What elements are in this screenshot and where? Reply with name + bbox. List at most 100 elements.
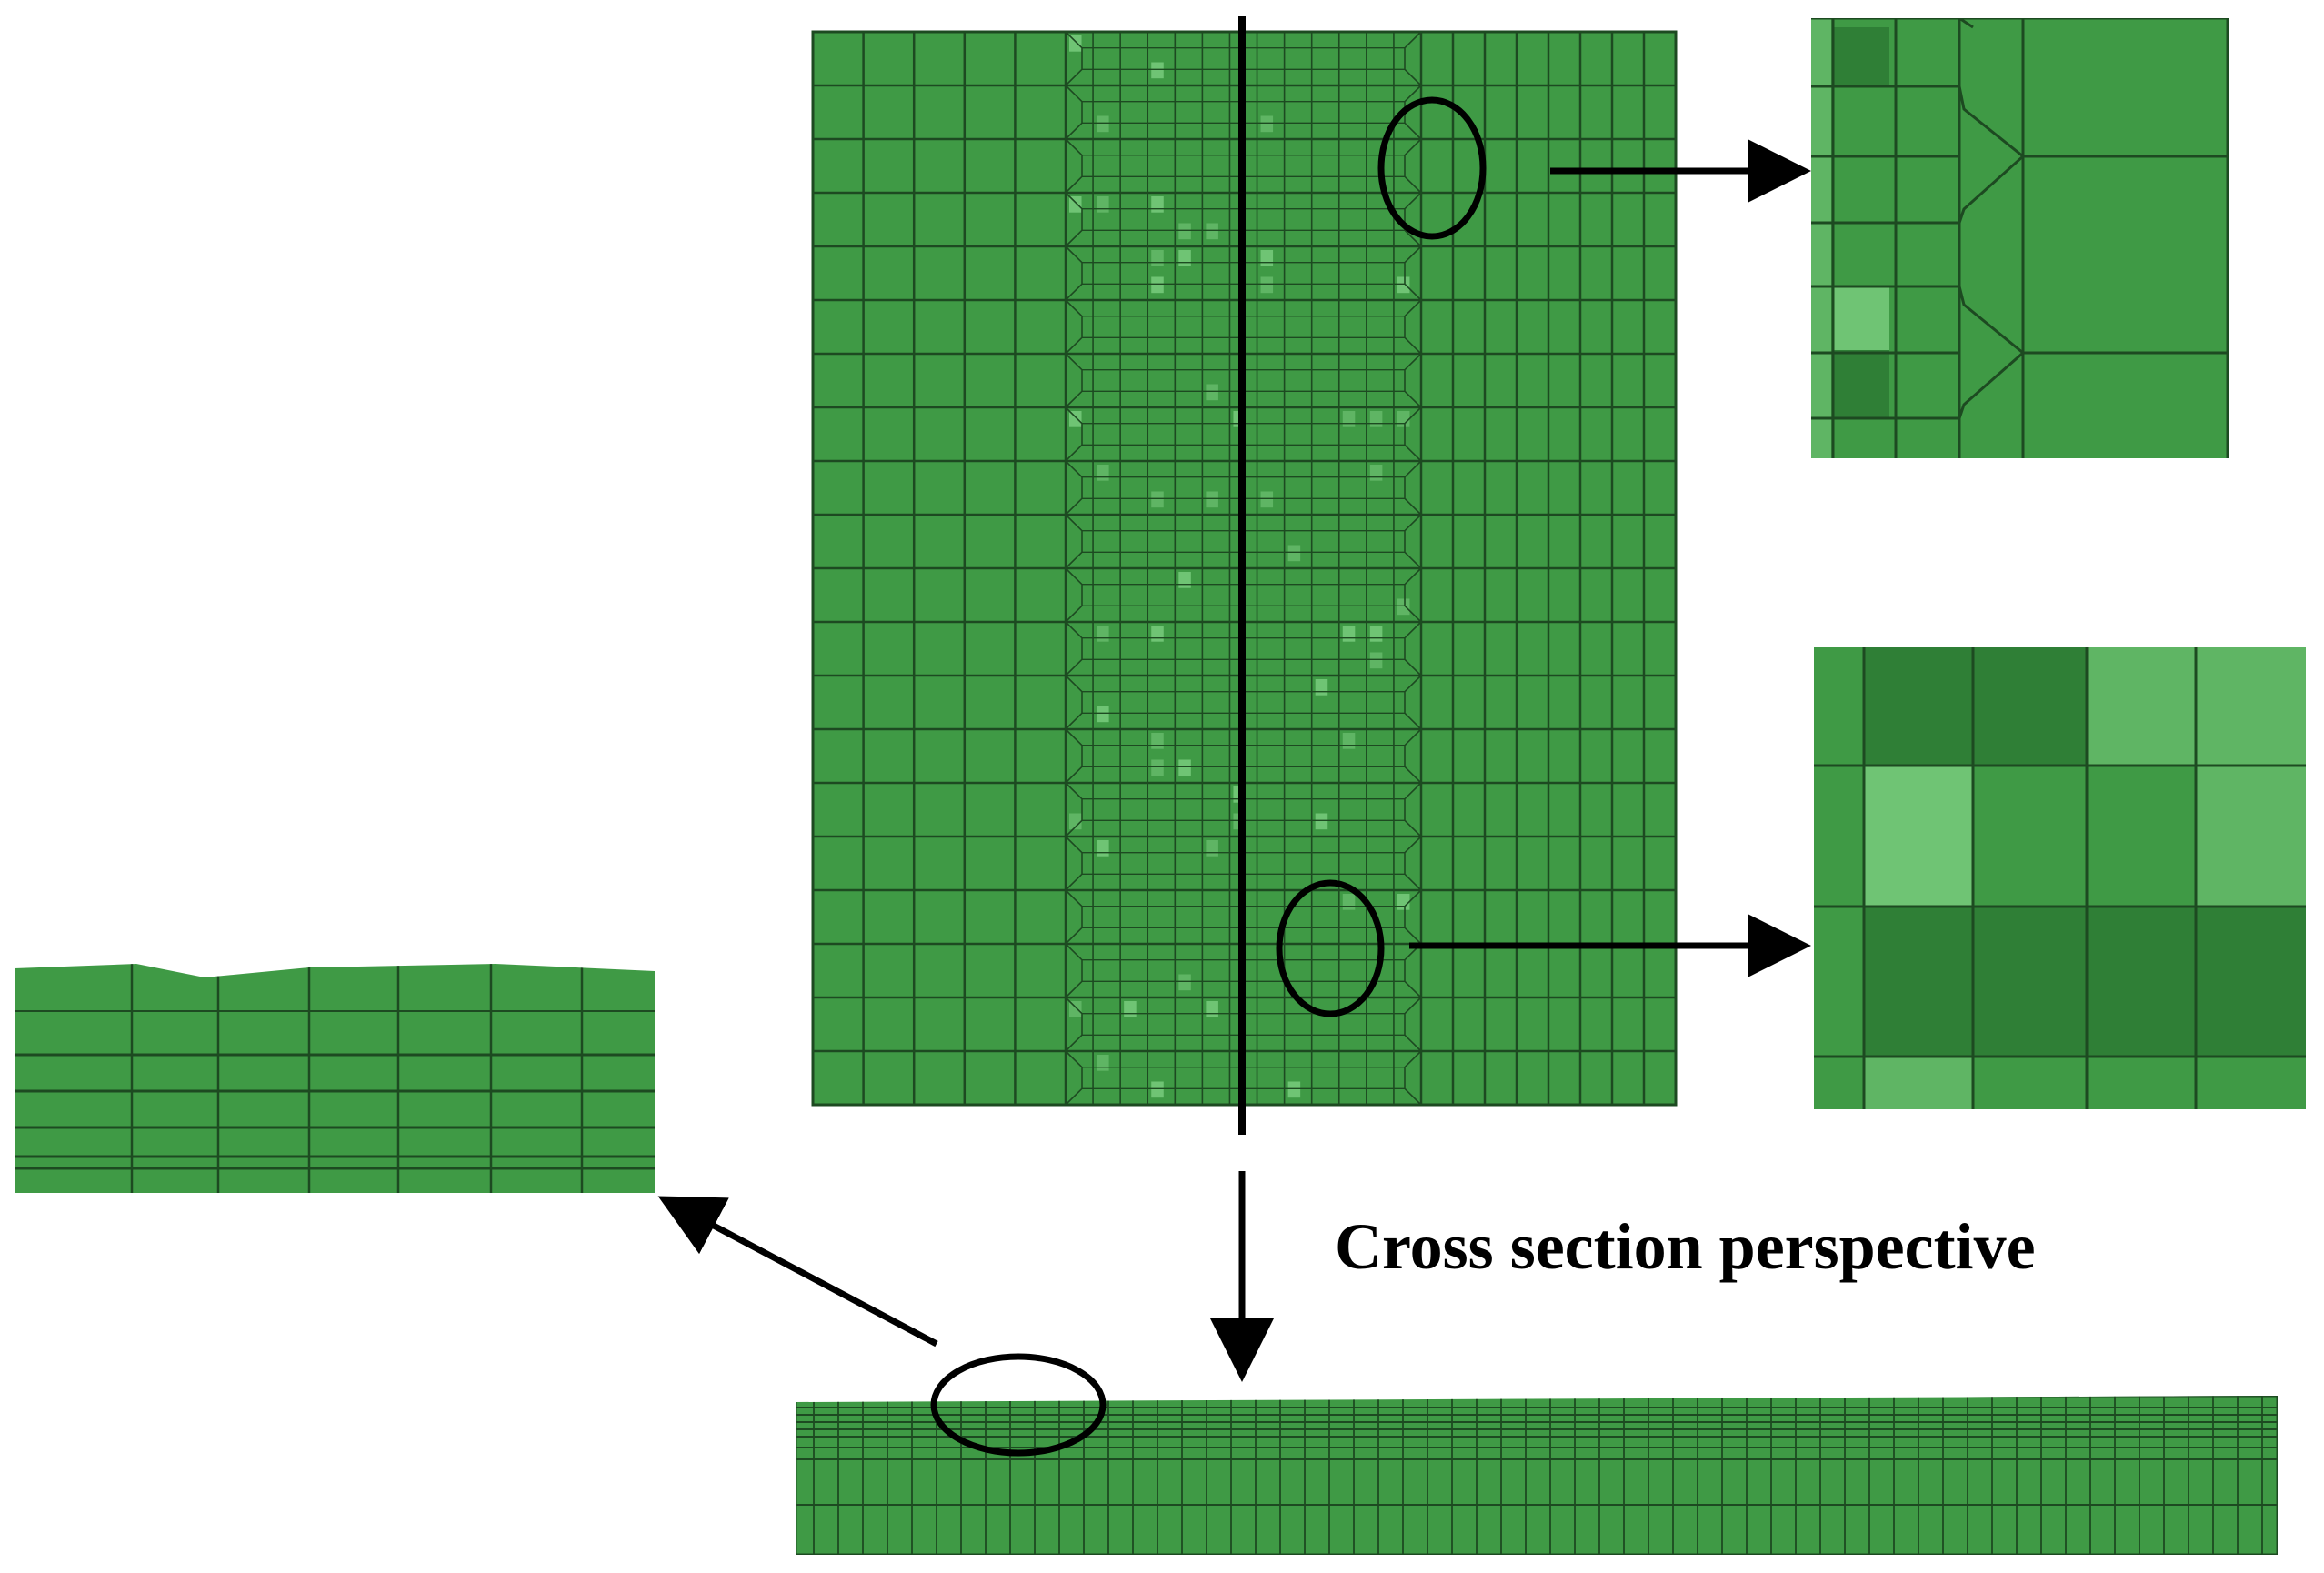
mesh-element [1069, 35, 1082, 52]
mesh-line [1065, 889, 1083, 945]
mesh-element [2087, 907, 2196, 1057]
mesh-element [1315, 679, 1328, 696]
mesh-element [2196, 907, 2306, 1057]
cross-section-strip [796, 1396, 2278, 1555]
mesh-line [1065, 943, 1083, 998]
mesh-line [1404, 1050, 1422, 1106]
mesh-line [1404, 353, 1422, 408]
mesh-line [1404, 138, 1422, 194]
mesh-element [1069, 813, 1082, 830]
zoom-background [15, 964, 655, 1193]
mesh-line [1065, 85, 1083, 140]
mesh-line [1065, 836, 1083, 891]
mesh-element [1151, 626, 1164, 642]
mesh-element [1069, 196, 1082, 213]
mesh-element [2087, 647, 2196, 766]
mesh-element [1342, 411, 1356, 427]
cross-section-zoom-panel [15, 964, 655, 1193]
mesh-line [1404, 460, 1422, 516]
mesh-line [1404, 31, 1422, 86]
mesh-element [1260, 115, 1274, 133]
mesh-element [1206, 223, 1218, 240]
mesh-line [1959, 18, 2025, 55]
mesh-element [1097, 465, 1109, 481]
mesh-element [1864, 766, 1973, 907]
mesh-line [1065, 1050, 1083, 1106]
mesh-element [1206, 384, 1218, 401]
mesh-element [1151, 759, 1164, 776]
mesh-element [1206, 840, 1218, 857]
mesh-element [1287, 1081, 1301, 1098]
mesh-line [1065, 675, 1083, 730]
mesh-element [1342, 733, 1356, 749]
mesh-element [1097, 196, 1109, 213]
mesh-line [1404, 514, 1422, 569]
mesh-element [1178, 250, 1191, 266]
mesh-line [1065, 514, 1083, 569]
mesh-line [1065, 460, 1083, 516]
mesh-line [1065, 353, 1083, 408]
mesh-element [1342, 894, 1356, 910]
mesh-line [1065, 245, 1083, 301]
mesh-line [1404, 567, 1422, 623]
mesh-element [1397, 598, 1410, 616]
mesh-line [1958, 286, 2026, 419]
mesh-line [1404, 728, 1422, 784]
mesh-line [1065, 192, 1083, 247]
mesh-line [1404, 406, 1422, 462]
mesh-element [1178, 759, 1191, 776]
mesh-line [1404, 943, 1422, 998]
mesh-element [1097, 115, 1109, 133]
mesh-line [1404, 782, 1422, 837]
mesh-element [1178, 974, 1191, 991]
cross-section-caption: Cross section perspective [1335, 1210, 2036, 1283]
mesh-element [1151, 62, 1164, 79]
zoom-panel-fine-mesh [1814, 647, 2306, 1109]
mesh-line [1404, 192, 1422, 247]
mesh-line [1404, 836, 1422, 891]
mesh-element [1811, 18, 1831, 458]
mesh-element [1397, 276, 1410, 294]
mesh-line [1404, 299, 1422, 355]
mesh-element [1315, 813, 1328, 830]
mesh-element [1973, 907, 2087, 1057]
mesh-line [1958, 18, 1974, 29]
mesh-line [1065, 997, 1083, 1052]
mesh-element [1178, 223, 1191, 240]
mesh-element [1833, 350, 1889, 418]
mesh-element [1864, 1057, 1973, 1109]
mesh-element [1178, 572, 1191, 588]
mesh-element [1864, 647, 1973, 766]
mesh-line [1065, 567, 1083, 623]
mesh-line [1404, 621, 1422, 676]
mesh-element [1097, 706, 1109, 723]
mesh-element [1124, 1001, 1137, 1017]
mesh-element [1151, 196, 1164, 213]
mesh-line [1958, 85, 2026, 224]
mesh-line [1065, 621, 1083, 676]
ellipse-marker-icon [930, 1353, 1107, 1457]
mesh-element [1369, 411, 1383, 427]
mesh-element [1206, 491, 1218, 508]
mesh-element [1097, 626, 1109, 642]
mesh-line [1065, 406, 1083, 462]
mesh-element [1206, 1001, 1218, 1017]
mesh-element [1151, 733, 1164, 749]
mesh-element [2196, 766, 2306, 907]
mesh-line [1065, 299, 1083, 355]
ellipse-marker-icon [1377, 96, 1487, 240]
mesh-element [1397, 894, 1410, 910]
mesh-element [1151, 491, 1164, 508]
mesh-element [1151, 1081, 1164, 1098]
mesh-line [1404, 889, 1422, 945]
mesh-element [1097, 840, 1109, 857]
mesh-element [1151, 250, 1164, 266]
mesh-element [1069, 1001, 1082, 1017]
mesh-element [1260, 491, 1274, 508]
mesh-line [1065, 31, 1083, 86]
mesh-element [1369, 652, 1383, 669]
mesh-element [1287, 545, 1301, 562]
mesh-element [1069, 411, 1082, 427]
mesh-line [1404, 245, 1422, 301]
